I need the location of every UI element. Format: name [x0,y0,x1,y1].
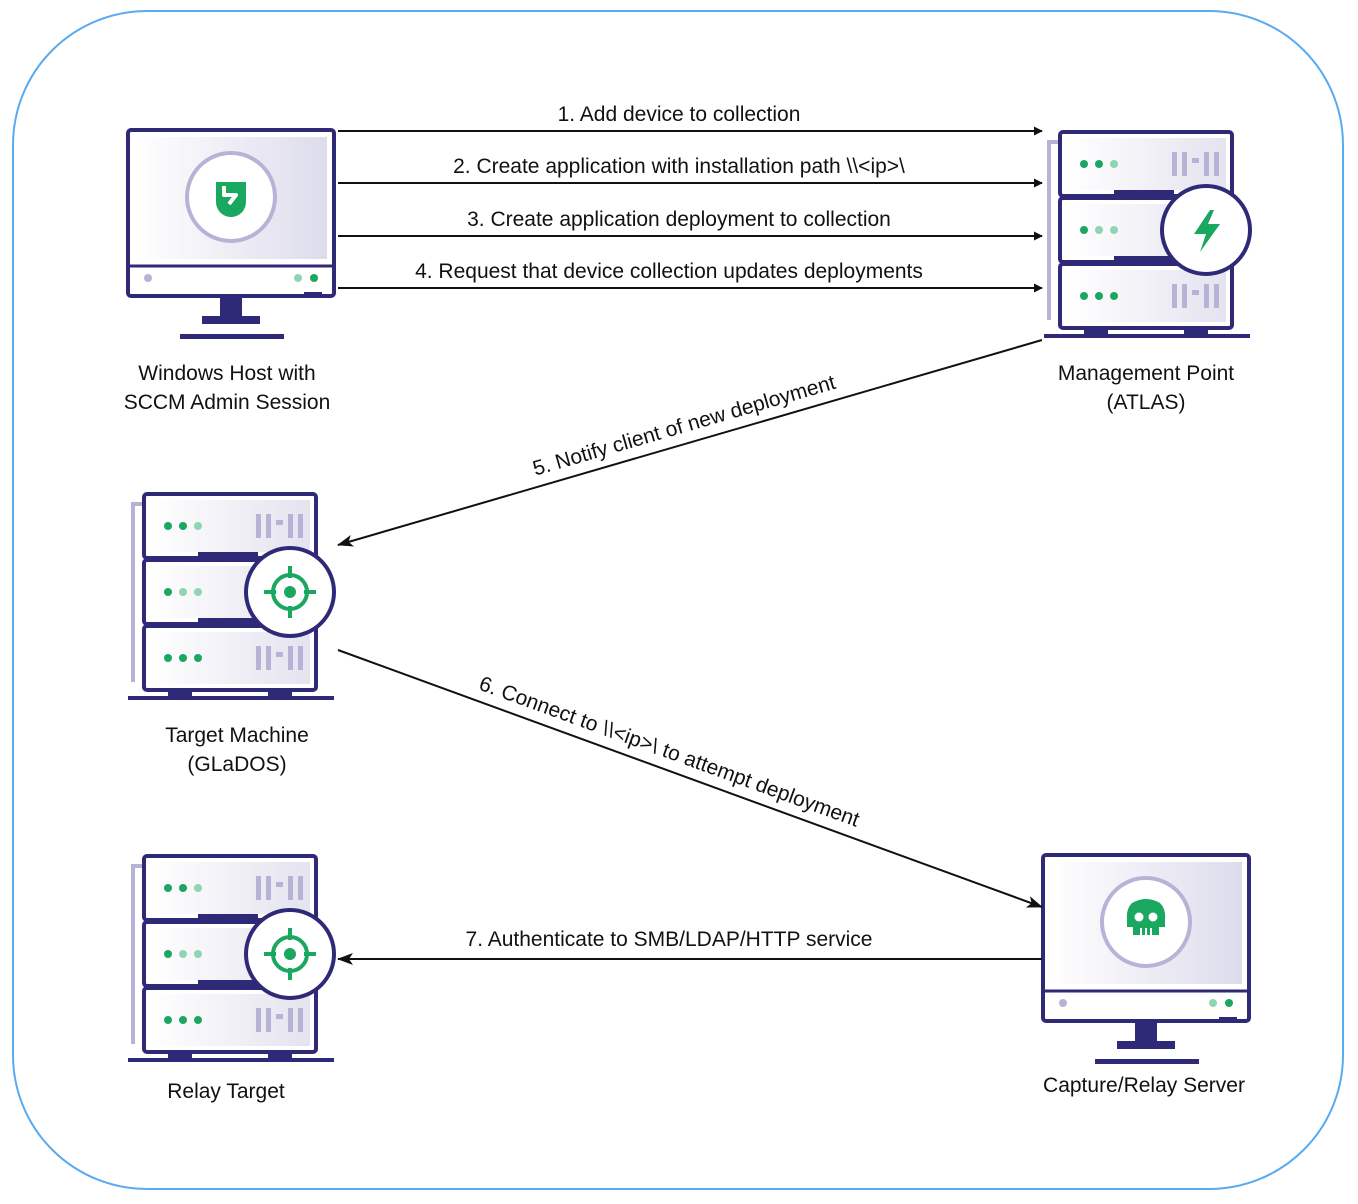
windows-host-label: Windows Host with SCCM Admin Session [67,359,387,417]
management-point-label-line1: Management Point [1057,362,1235,385]
management-point-server [1044,130,1252,338]
relay-target-label: Relay Target [66,1077,386,1106]
step-1-label: 1. Add device to collection [558,103,801,126]
crosshair-target-icon [244,546,336,638]
arrow-step-6 [337,649,1043,908]
step-4-label: 4. Request that device collection update… [415,260,923,283]
target-machine-label: Target Machine (GLaDOS) [77,721,397,779]
relay-target-label-line1: Relay Target [167,1080,285,1103]
relay-target-server [128,854,336,1062]
management-point-label-line2: (ATLAS) [1106,391,1186,414]
capture-server-label: Capture/Relay Server [984,1071,1304,1100]
arrow-step-5 [337,339,1043,547]
step-5-label: 5. Notify client of new deployment [530,371,838,481]
step-7-label: 7. Authenticate to SMB/LDAP/HTTP service [466,928,873,951]
capture-server-label-line1: Capture/Relay Server [1043,1074,1245,1097]
windows-host-label-line1: Windows Host with [138,362,316,385]
step-2-label: 2. Create application with installation … [453,155,905,178]
target-machine-server [128,492,336,700]
crosshair-target-icon [244,908,336,1000]
management-point-label: Management Point (ATLAS) [986,359,1306,417]
windows-host-monitor [126,128,336,339]
windows-host-label-line2: SCCM Admin Session [123,391,331,414]
target-machine-label-line2: (GLaDOS) [187,753,287,776]
lightning-bolt-icon [1160,184,1252,276]
step-6-label: 6. Connect to \\<ip>\ to attempt deploym… [476,672,862,831]
shield-badge-icon [185,151,277,243]
target-machine-label-line1: Target Machine [165,724,309,747]
step-3-label: 3. Create application deployment to coll… [467,208,891,231]
capture-relay-monitor [1041,853,1251,1064]
diagram-frame [12,10,1344,1190]
skull-icon [1100,876,1192,968]
